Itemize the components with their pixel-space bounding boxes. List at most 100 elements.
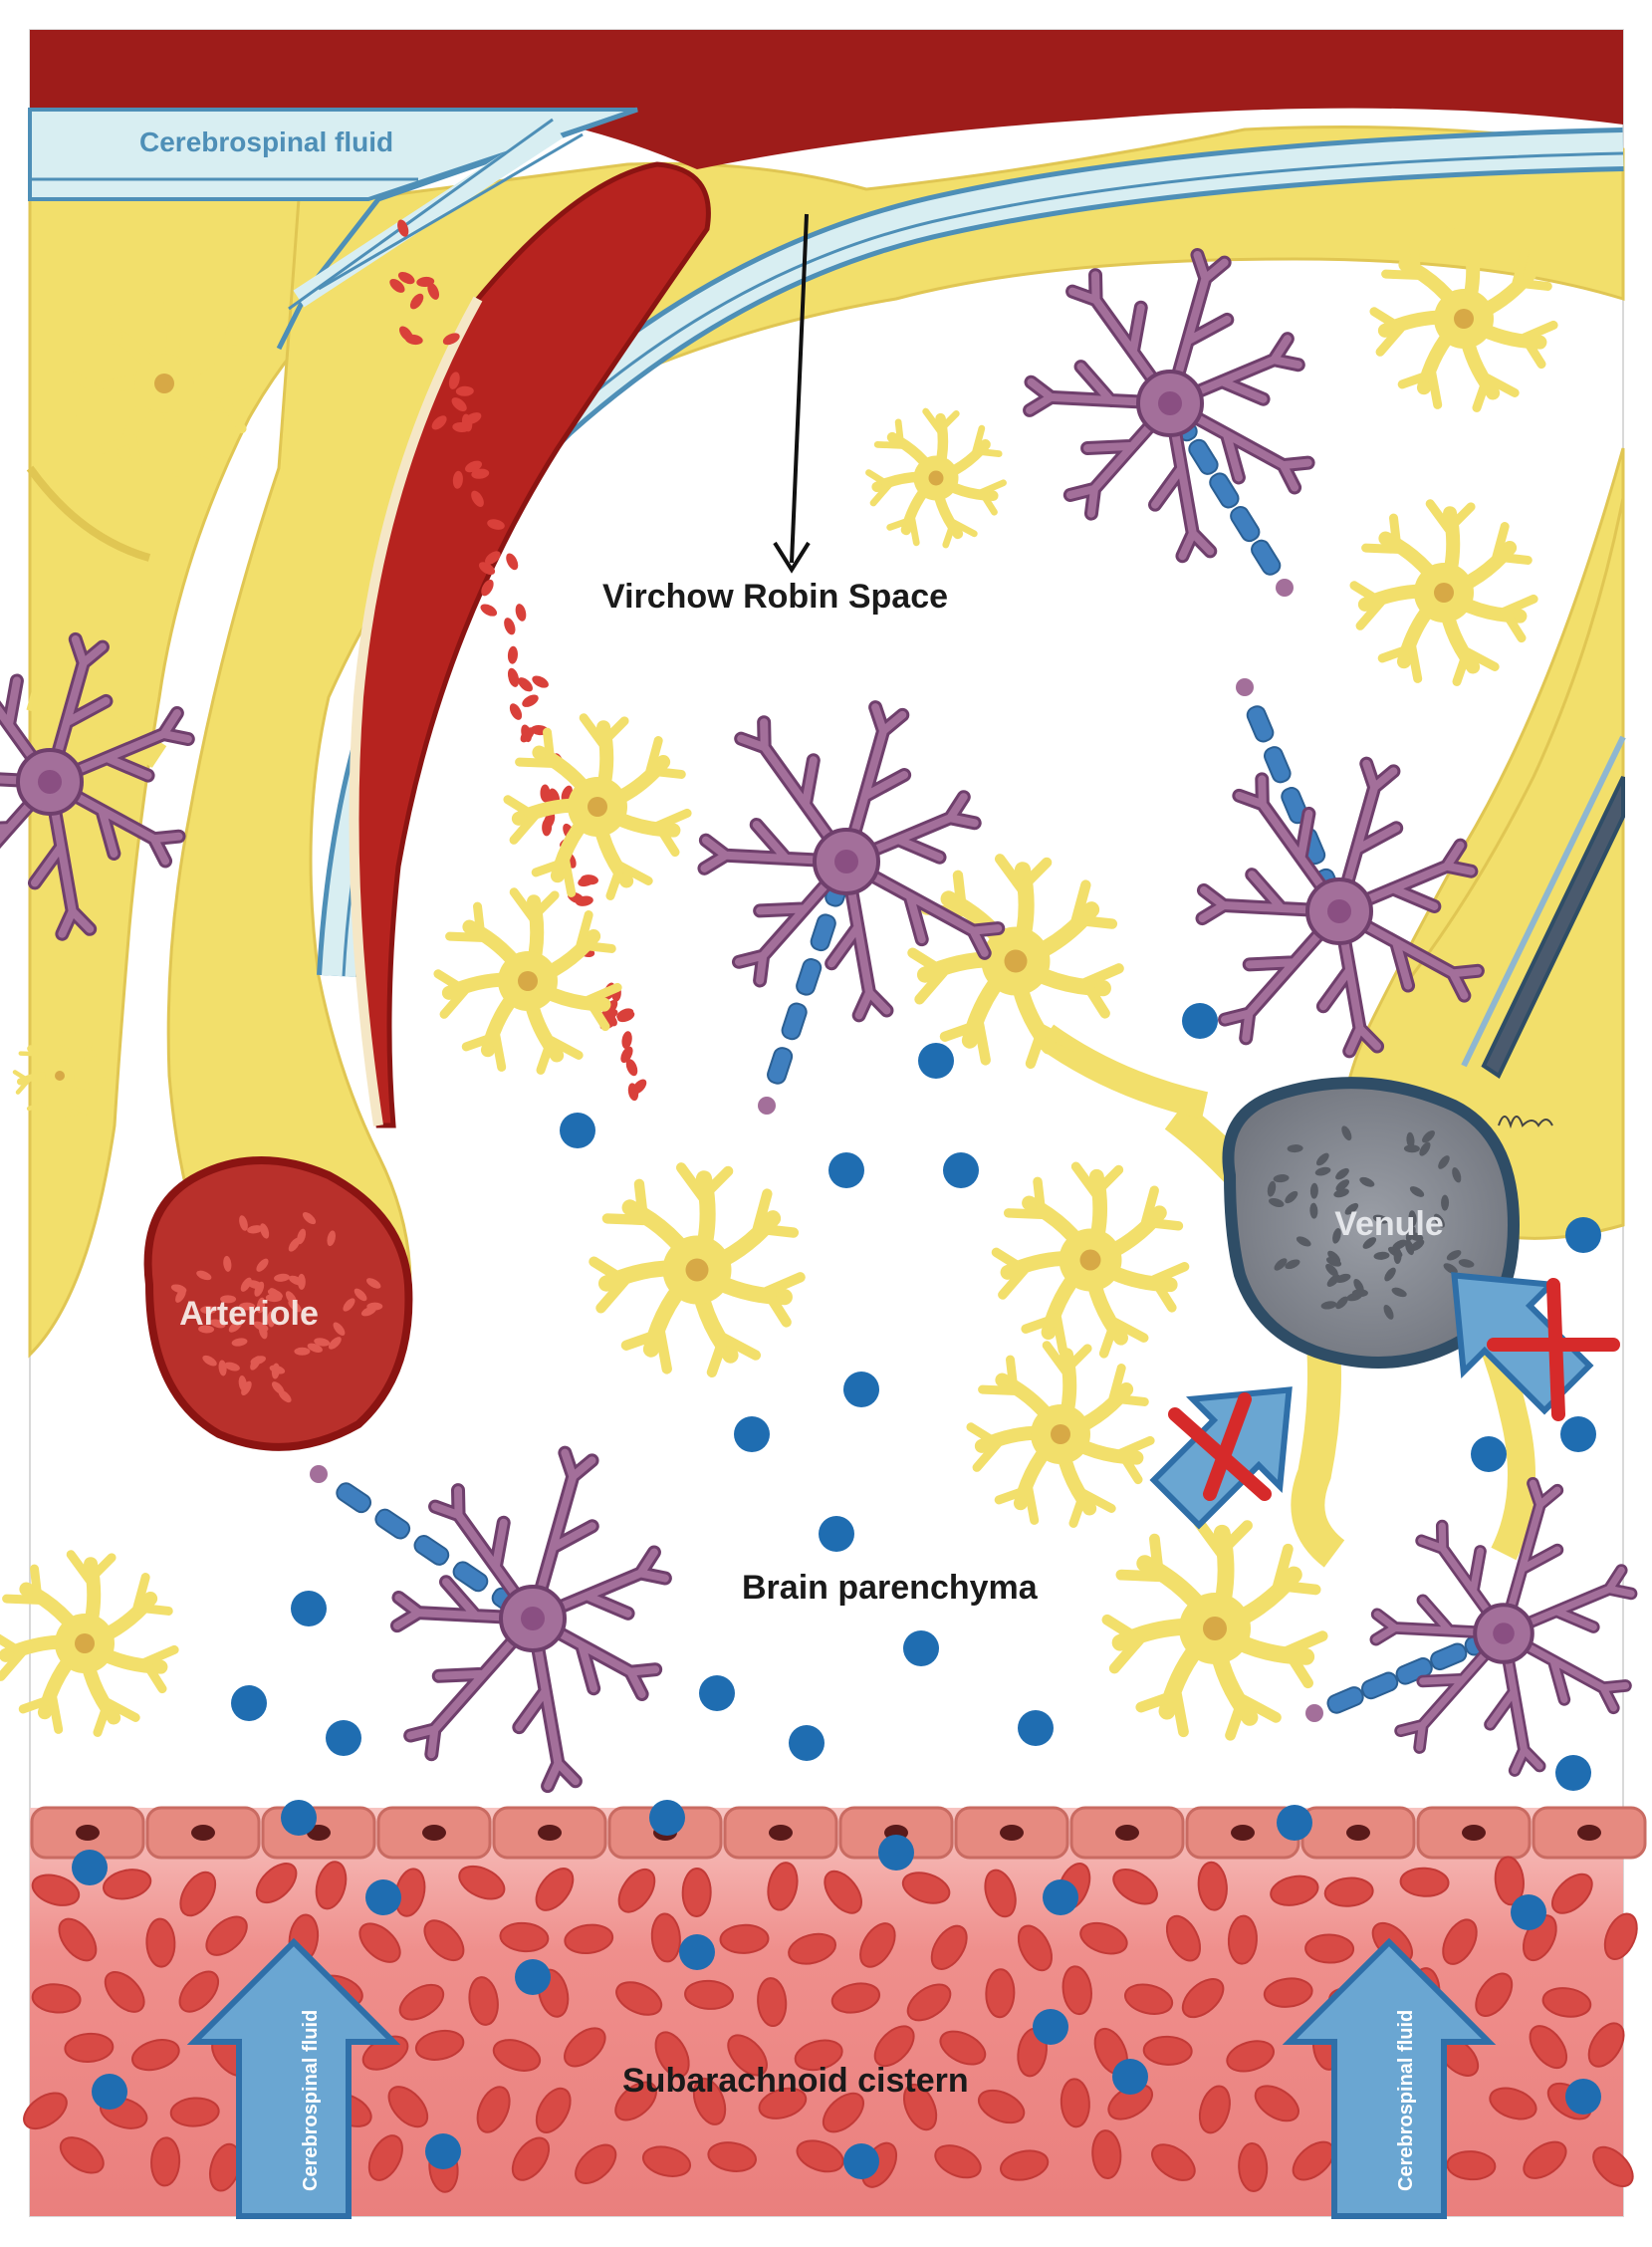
astrocyte-icon [70,290,259,477]
red-blood-cell-icon [1198,2085,1231,2134]
red-blood-cell-icon [535,2087,572,2133]
solute-dot-icon [1471,1436,1507,1472]
red-blood-cell-icon [984,1869,1017,1918]
red-blood-cell-icon [522,694,539,707]
red-blood-cell-icon [578,875,595,887]
virchow-robin-label: Virchow Robin Space [602,578,948,616]
red-blood-cell-icon [1399,1867,1450,1897]
red-blood-cell-icon [719,1923,770,1954]
red-blood-cell-icon [824,1870,862,1914]
solute-dot-icon [679,1934,715,1970]
red-blood-cell-icon [1112,1869,1158,1905]
red-blood-cell-icon [414,2029,465,2061]
red-blood-cell-icon [509,703,523,720]
solute-dot-icon [281,1800,317,1836]
red-blood-cell-icon [31,1873,81,1906]
solute-dot-icon [72,1850,108,1885]
astrocyte-icon [12,1029,108,1123]
red-blood-cell-icon [1151,2143,1196,2181]
csf-arrow-right-label: Cerebrospinal fluid [1395,2010,1417,2191]
red-blood-cell-icon [31,1983,82,2014]
red-blood-cell-icon [796,2139,844,2173]
red-blood-cell-icon [64,2032,115,2063]
endothelial-layer [30,1806,1647,1860]
red-blood-cell-icon [681,1867,712,1917]
red-blood-cell-icon [1263,1977,1313,2008]
astrocyte-icon [433,887,622,1075]
csf-flow-arrow-left: Cerebrospinal fluid [186,1937,401,2219]
red-blood-cell-icon [448,372,460,389]
red-blood-cell-icon [532,675,549,688]
red-blood-cell-icon [389,279,405,293]
red-blood-cell-icon [478,562,496,576]
neuron-icon [1195,678,1485,1059]
red-blood-cell-icon [515,604,527,622]
red-blood-cell-icon [367,2134,403,2181]
arteriole-cross-section: Arteriole [143,1156,413,1451]
red-blood-cell-icon [518,677,533,692]
astrocyte-icon [865,407,1007,549]
solute-dot-icon [1277,1805,1312,1841]
red-blood-cell-icon [1197,1861,1228,1911]
solute-dot-icon [1560,1416,1596,1452]
solute-dot-icon [943,1152,979,1188]
red-blood-cell-icon [999,2149,1050,2181]
astrocyte-icon [1369,225,1558,412]
red-blood-cell-icon [1181,1978,1225,2019]
solute-dot-icon [1565,2079,1601,2115]
solute-dot-icon [903,1630,939,1666]
solute-dot-icon [291,1591,327,1626]
solute-dot-icon [425,2133,461,2169]
red-blood-cell-icon [1541,1987,1592,2018]
red-blood-cell-icon [575,2143,617,2184]
red-blood-cell-icon [621,1031,632,1050]
solute-dot-icon [789,1725,825,1761]
red-blood-cell-icon [1091,2129,1122,2180]
red-blood-cell-icon [1079,1921,1128,1955]
red-blood-cell-icon [397,219,409,237]
neuron-icon [1023,247,1315,597]
red-blood-cell-icon [641,2145,692,2177]
solute-dot-icon [843,1372,879,1407]
virchow-pointer-arrow [773,213,811,574]
solute-dot-icon [918,1043,954,1079]
solute-dot-icon [734,1416,770,1452]
red-blood-cell-icon [481,579,494,597]
red-blood-cell-icon [692,2077,727,2125]
red-blood-cell-icon [487,519,505,530]
red-blood-cell-icon [1603,1912,1638,1960]
red-blood-cell-icon [1017,1924,1054,1972]
red-blood-cell-icon [1446,2150,1497,2181]
red-blood-cell-icon [543,812,556,830]
neuron-icon [1305,1476,1638,1777]
red-blood-cell-icon [1123,1983,1174,2015]
red-blood-cell-icon [934,2144,982,2179]
astrocyte-icon [907,854,1124,1069]
astrocyte-icon [503,713,692,900]
red-blood-cell-icon [1489,2087,1537,2121]
flow-arrow-icon [1282,1937,1497,2219]
red-blood-cell-icon [179,1871,217,1917]
blocked-efflux-arrow-left [1149,1386,1293,1530]
red-blood-cell-icon [757,1977,788,2028]
red-blood-cell-icon [1529,2025,1568,2070]
top-vessel [30,30,1623,169]
solute-dot-icon [231,1685,267,1721]
red-blood-cell-icon [650,1912,681,1963]
csf-flow-arrow-right: Cerebrospinal fluid [1282,1937,1497,2219]
venule-cross-section: Venule [1222,1077,1521,1369]
venule-label: Venule [1334,1205,1444,1243]
red-blood-cell-icon [830,1982,881,2014]
red-blood-cell-icon [451,397,467,412]
red-blood-cell-icon [631,1079,647,1095]
red-blood-cell-icon [397,272,415,285]
red-blood-cell-icon [358,1922,401,1963]
red-blood-cell-icon [985,1968,1016,2019]
artist-signature [1498,1116,1553,1129]
red-blood-cell-icon [625,1059,638,1077]
solute-dot-icon [1018,1710,1054,1746]
red-blood-cell-icon [615,1981,663,2016]
red-blood-cell-icon [508,669,520,687]
red-blood-cell-icon [564,2027,606,2068]
red-blood-cell-icon [145,1917,176,1968]
